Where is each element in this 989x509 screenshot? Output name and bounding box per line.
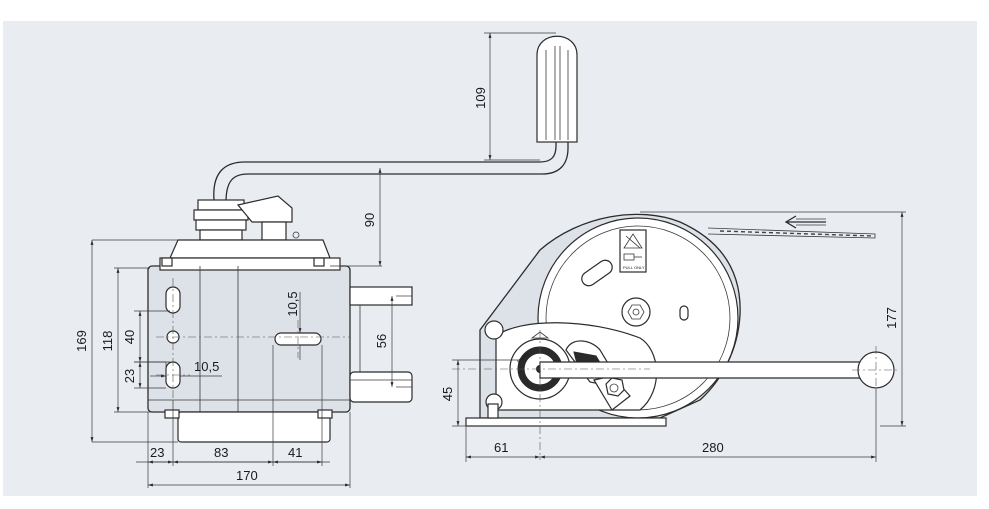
bottom-drum [177, 411, 331, 443]
base-plate [465, 417, 667, 427]
handle-bar [539, 361, 873, 379]
drum-small-slot [679, 305, 689, 321]
dim-40: 40 [122, 330, 137, 344]
dim-10-5-left: 10,5 [194, 359, 219, 374]
dim-23-bottom: 23 [150, 445, 164, 460]
plate-label: PULL ONLY [623, 265, 645, 270]
dim-45: 45 [440, 387, 455, 401]
dim-177: 177 [884, 307, 899, 329]
dim-61: 61 [494, 440, 508, 455]
dim-169: 169 [74, 330, 89, 352]
brake-hub [193, 195, 300, 241]
dim-280: 280 [702, 440, 724, 455]
crank-arm-inner [225, 135, 569, 203]
dim-90: 90 [362, 213, 377, 227]
dim-118: 118 [100, 331, 115, 352]
dim-23-vertical: 23 [122, 369, 137, 383]
top-housing [169, 239, 331, 259]
dim-41: 41 [288, 445, 302, 460]
warning-plate [619, 229, 647, 273]
drum-center-bolt [621, 297, 651, 327]
drum-slot [581, 259, 613, 287]
dim-83: 83 [214, 445, 228, 460]
crank-arm-outer [213, 135, 557, 201]
housing-lip [159, 257, 341, 271]
dim-170: 170 [236, 468, 258, 483]
handle-grip [536, 35, 578, 143]
cable [707, 227, 876, 239]
dim-109: 109 [473, 87, 488, 109]
front-view: PULL ONLY BRAKE [440, 211, 906, 462]
mounting-bracket [349, 286, 413, 403]
side-view: 169 118 40 23 10,5 10,5 56 90 [74, 32, 578, 488]
dim-10-5-right: 10,5 [285, 291, 300, 316]
dim-56: 56 [374, 334, 389, 348]
housing-hole [484, 320, 504, 340]
pull-direction-arrow [784, 215, 826, 229]
